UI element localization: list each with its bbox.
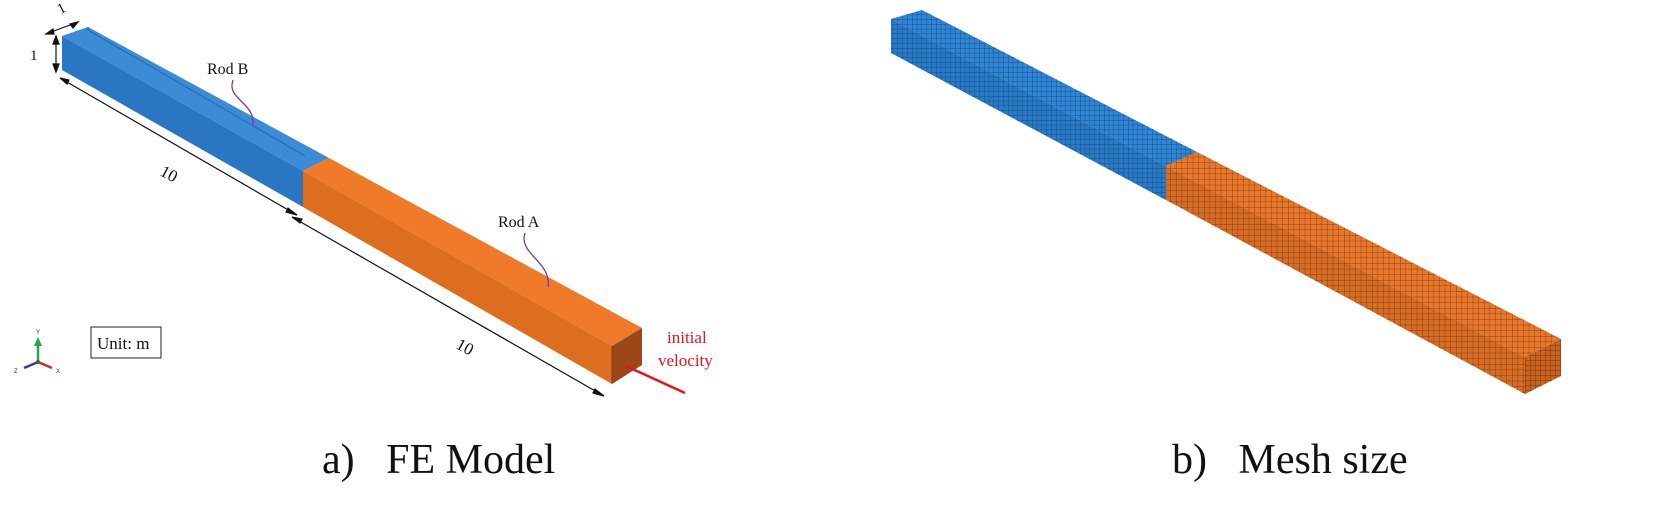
velocity-label-line1: initial	[667, 328, 707, 347]
mesh-rod-b-side-face	[891, 19, 1166, 200]
rod-b-leader	[231, 79, 254, 127]
rod-b-top-face	[62, 27, 329, 171]
velocity-arrow	[625, 364, 686, 395]
triad-z-label: Z	[14, 369, 18, 375]
dimension-lines	[44, 20, 605, 397]
rod-a-leader	[523, 232, 549, 288]
fe-model-figure: 1 1 10 10 Rod B Rod A initial velocity U…	[14, 0, 713, 397]
rod-b-label: Rod B	[207, 61, 248, 78]
coordinate-triad: Y Z X	[14, 330, 60, 375]
rod-b-side-face	[62, 36, 303, 207]
mesh-figure	[891, 10, 1561, 394]
caption-mesh-size: b) Mesh size	[1172, 437, 1408, 483]
mesh-rod-a-end-face	[1525, 339, 1561, 394]
triad-y-label: Y	[36, 330, 40, 336]
mesh-rod-b	[891, 10, 1197, 200]
mesh-rod-a	[1166, 152, 1561, 394]
rod-b	[62, 27, 329, 207]
unit-label: Unit: m	[97, 334, 149, 353]
dim-side-height-label: 1	[30, 48, 38, 64]
caption-fe-model: a) FE Model	[322, 437, 555, 483]
dim-top-width-label: 1	[55, 0, 69, 18]
unit-box: Unit: m	[90, 326, 162, 359]
dim-length-b-label: 10	[157, 161, 181, 186]
velocity-label-line2: velocity	[658, 351, 713, 370]
dim-length-a-label: 10	[453, 334, 477, 359]
mesh-rod-a-top-face	[1166, 152, 1561, 357]
rod-a-side-face	[303, 171, 612, 384]
rod-a-top-face	[303, 158, 642, 346]
rod-a	[303, 158, 642, 384]
mesh-rod-a-side-face	[1166, 166, 1525, 394]
mesh-rod-b-top-face	[891, 10, 1197, 166]
rod-a-label: Rod A	[498, 214, 540, 231]
triad-x-label: X	[56, 369, 60, 375]
rod-a-end-face	[612, 328, 642, 384]
